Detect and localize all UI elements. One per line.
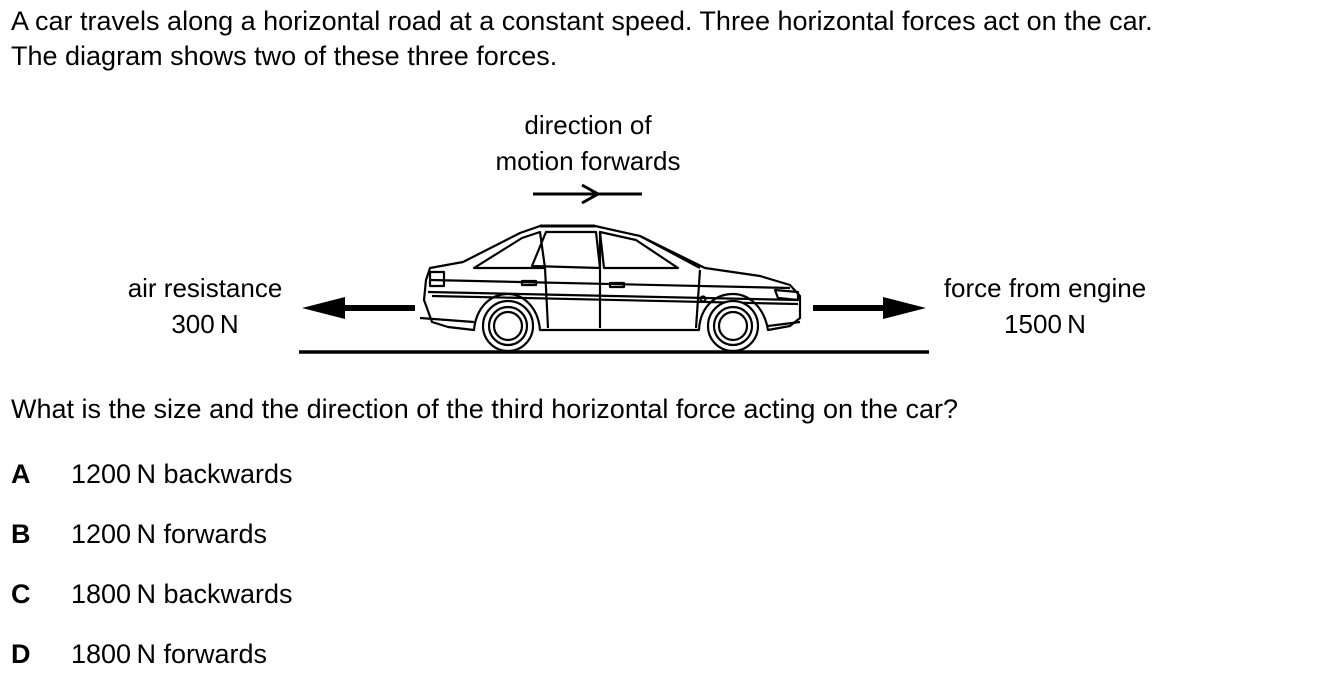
stem-line-1: A car travels along a horizontal road at…	[11, 6, 1153, 36]
question-stem: A car travels along a horizontal road at…	[11, 4, 1153, 74]
option-b-text: 1200 N forwards	[71, 519, 268, 549]
option-a-text: 1200 N backwards	[71, 459, 293, 489]
motion-arrow	[533, 183, 642, 205]
force-diagram	[299, 183, 929, 354]
option-b-letter: B	[11, 519, 31, 549]
question-text: What is the size and the direction of th…	[11, 394, 959, 424]
option-c-letter: C	[11, 579, 31, 609]
option-d[interactable]: D 1800 N forwards	[11, 637, 293, 697]
engine-force-arrow	[813, 297, 926, 319]
motion-label-line-2: motion forwards	[495, 146, 681, 176]
answer-options: A 1200 N backwards B 1200 N forwards C 1…	[11, 457, 293, 697]
option-c-text: 1800 N backwards	[71, 579, 293, 609]
air-resistance-arrow	[302, 297, 415, 319]
motion-direction-label: direction of motion forwards	[468, 107, 708, 179]
motion-label-line-1: direction of	[524, 110, 652, 140]
option-a[interactable]: A 1200 N backwards	[11, 457, 293, 517]
option-d-letter: D	[11, 639, 31, 669]
engine-force-name: force from engine	[943, 273, 1147, 303]
option-d-text: 1800 N forwards	[71, 639, 268, 669]
engine-force-label: force from engine 1500 N	[910, 270, 1180, 342]
option-a-letter: A	[11, 459, 31, 489]
stem-line-2: The diagram shows two of these three for…	[11, 41, 558, 71]
option-b[interactable]: B 1200 N forwards	[11, 517, 293, 577]
option-c[interactable]: C 1800 N backwards	[11, 577, 293, 637]
engine-force-value: 1500 N	[1004, 309, 1086, 339]
air-resistance-value: 300 N	[171, 309, 239, 339]
air-resistance-name: air resistance	[127, 273, 283, 303]
air-resistance-label: air resistance 300 N	[95, 270, 315, 342]
car-illustration	[419, 224, 802, 353]
